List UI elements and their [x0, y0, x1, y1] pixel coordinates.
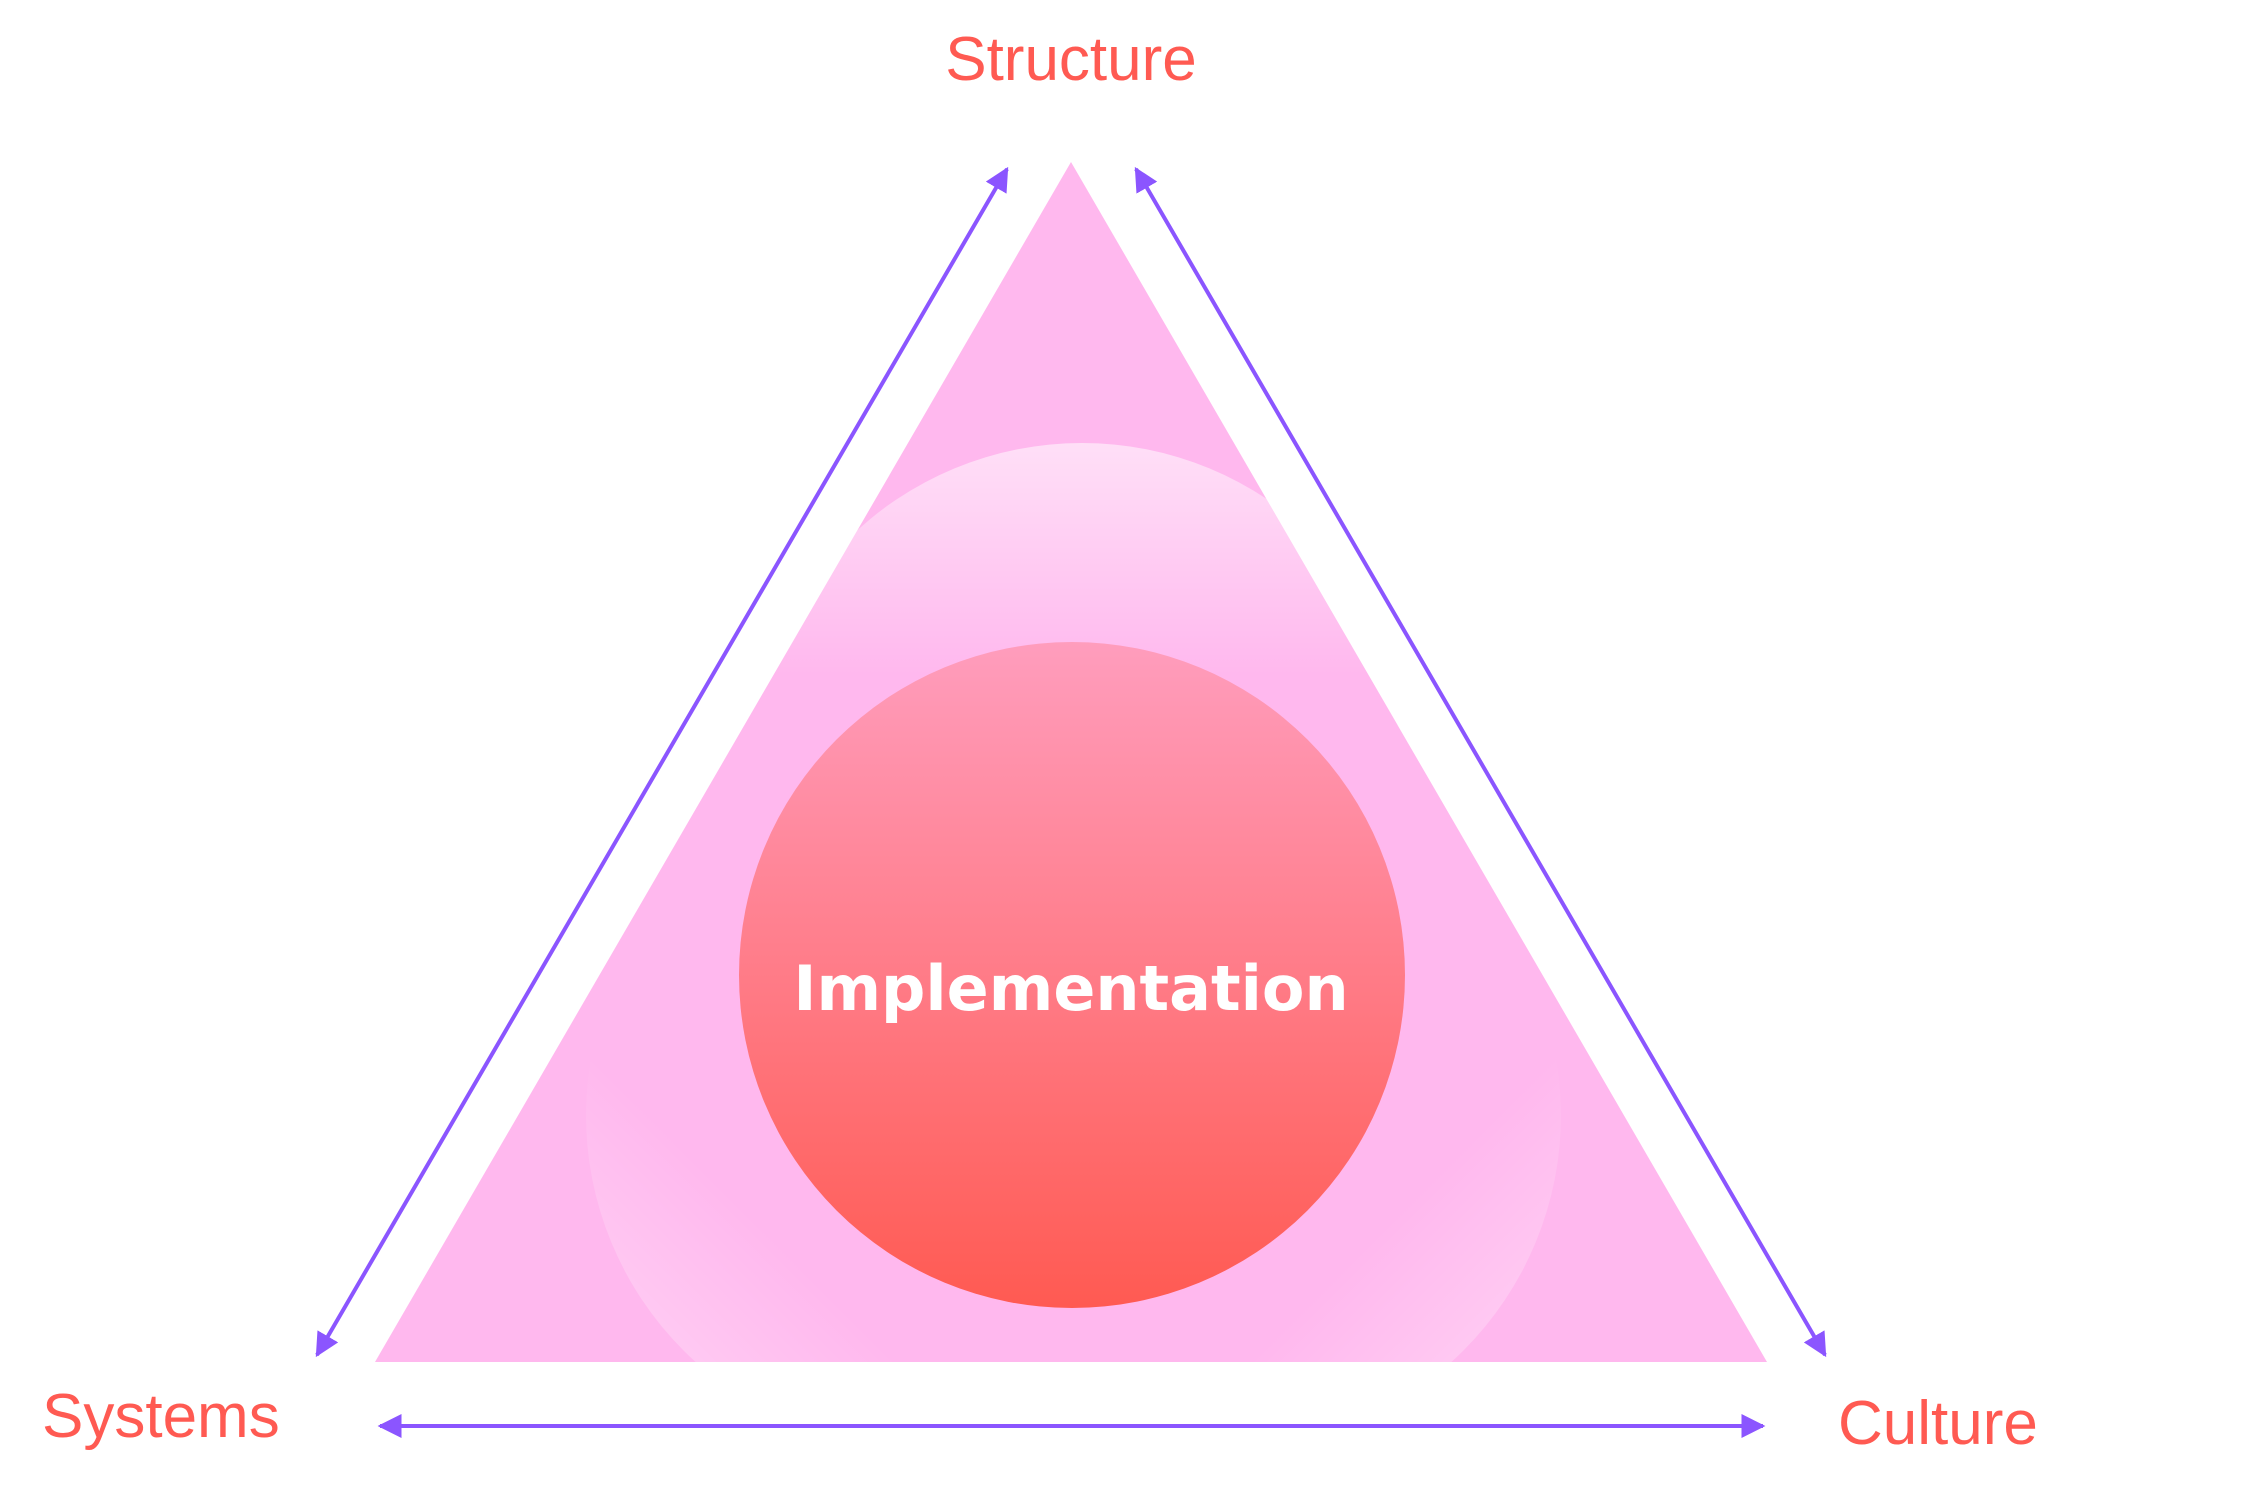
arrow-structure-culture	[1134, 166, 1827, 1358]
label-culture: Culture	[1838, 1389, 2038, 1458]
label-systems: Systems	[42, 1382, 280, 1451]
label-structure: Structure	[945, 25, 1197, 94]
arrow-structure-systems	[315, 166, 1009, 1358]
center-label: Implementation	[793, 952, 1348, 1025]
